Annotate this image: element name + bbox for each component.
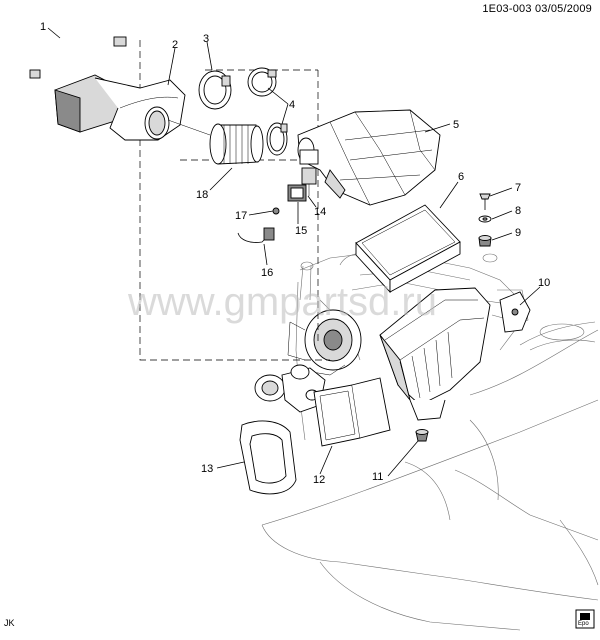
watermark: www.gmpartsd.ru (127, 280, 437, 324)
part-1-breather-hose (29, 35, 127, 79)
vehicle-body-outline (261, 321, 599, 631)
footer-right-tag: Epo (578, 621, 589, 627)
part-13-seal (239, 420, 297, 495)
throttle-body (287, 309, 362, 376)
callout-18: 18 (196, 189, 208, 201)
part-14-sensor (299, 149, 319, 196)
callout-14: 14 (314, 206, 326, 218)
epo-logo (575, 609, 595, 629)
header-code-date: 1E03-003 03/05/2009 (482, 3, 592, 15)
part-12-inlet-duct (313, 377, 391, 447)
callouts: 1 2 3 4 5 6 7 8 9 10 11 12 13 14 15 16 1… (40, 21, 550, 486)
part-8-washer (478, 215, 492, 223)
callout-15: 15 (295, 225, 307, 237)
part-6-filter (355, 204, 461, 294)
callout-6: 6 (458, 171, 464, 183)
callout-11: 11 (372, 471, 383, 483)
callout-5: 5 (453, 119, 459, 131)
callout-8: 8 (515, 205, 521, 217)
part-10-bracket (499, 291, 531, 333)
callout-4: 4 (289, 99, 295, 111)
callout-16: 16 (261, 267, 273, 279)
callout-10: 10 (538, 277, 550, 289)
callout-3: 3 (203, 33, 209, 45)
callout-2: 2 (172, 39, 178, 51)
callout-13: 13 (201, 463, 213, 475)
part-3-clamp (198, 70, 232, 110)
part-17-screw (272, 207, 280, 215)
coolant-housing (254, 364, 326, 413)
part-7-bolt (479, 193, 491, 210)
header-code: 1E03-003 (482, 3, 532, 15)
callout-17: 17 (235, 210, 247, 222)
part-11-grommet (415, 429, 429, 442)
part-5-upper-housing (297, 109, 441, 206)
leader-lines (47, 27, 541, 477)
header-date: 03/05/2009 (534, 3, 592, 15)
lower-housing (379, 287, 491, 421)
callout-7: 7 (515, 182, 521, 194)
callout-1: 1 (40, 21, 46, 33)
part-9-grommet (478, 235, 492, 247)
footer-left-tag: JK (4, 618, 15, 628)
part-15-connector (287, 184, 307, 202)
callout-9: 9 (515, 227, 521, 239)
part-2-air-duct (54, 74, 211, 141)
part-18-bellows (209, 123, 264, 165)
callout-12: 12 (313, 474, 325, 486)
part-16-harness (237, 227, 275, 243)
